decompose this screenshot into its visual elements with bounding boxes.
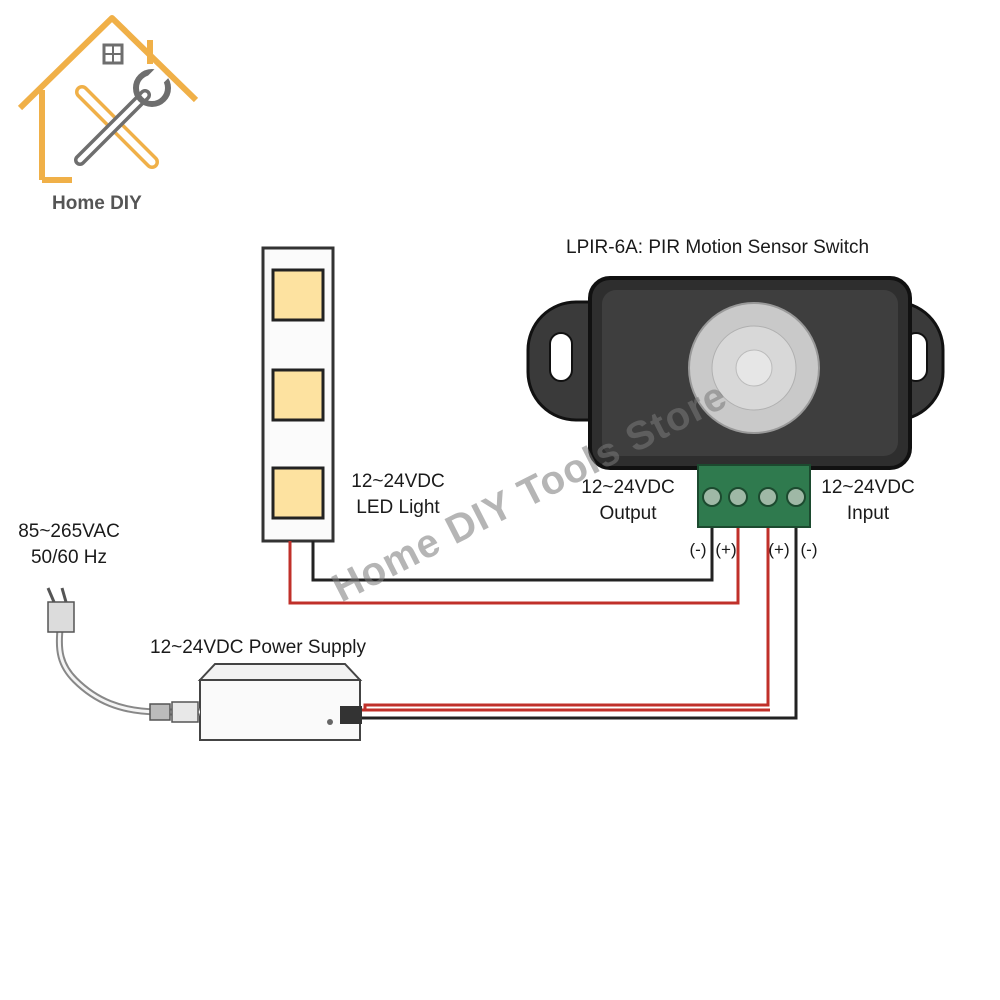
output-label-line2: Output [599, 503, 657, 524]
pir-sensor-device [526, 276, 945, 470]
output-label-line1: 12~24VDC [581, 477, 675, 498]
led-label-line2: LED Light [356, 497, 440, 518]
brand-name: Home DIY [52, 193, 142, 214]
input-label-line1: 12~24VDC [821, 477, 915, 498]
wires [288, 505, 798, 720]
input-label-line2: Input [846, 503, 890, 524]
led-label-line1: 12~24VDC [351, 471, 445, 492]
terminal-output-negative: (-) [689, 540, 707, 559]
terminal-output-positive: (+) [715, 540, 737, 559]
device-title: LPIR-6A: PIR Motion Sensor Switch [566, 237, 870, 258]
terminal-input-negative: (-) [800, 540, 818, 559]
led-chip [271, 368, 325, 422]
mains-label-line1: 85~265VAC [18, 521, 120, 542]
ac-cable [46, 587, 200, 723]
terminal-block [697, 464, 811, 528]
mains-label-line2: 50/60 Hz [30, 547, 108, 568]
led-chip [271, 268, 325, 322]
led-chip [271, 466, 325, 520]
power-supply [197, 663, 363, 741]
psu-label: 12~24VDC Power Supply [150, 637, 366, 658]
terminal-input-positive: (+) [768, 540, 790, 559]
led-strip [261, 246, 335, 543]
home-diy-logo [17, 15, 199, 183]
ac-plug [47, 601, 75, 633]
